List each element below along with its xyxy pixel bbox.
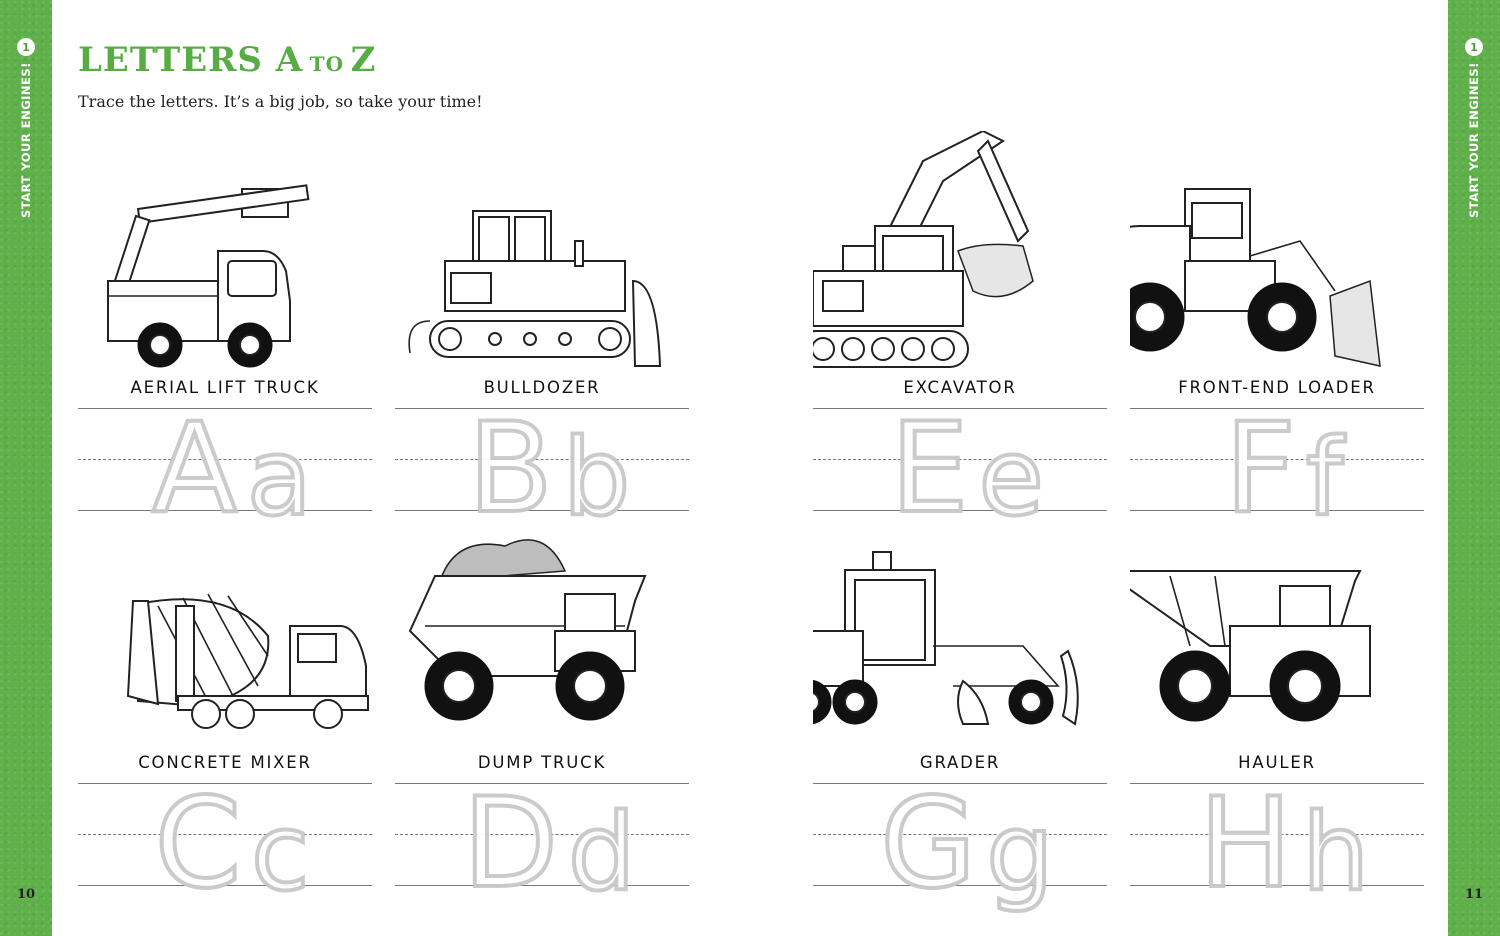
handwriting-base-line [1130,885,1424,886]
page-number-right: 11 [1464,887,1484,902]
page-title: LETTERS A TO Z [78,40,376,80]
trace-uppercase[interactable]: F [1223,397,1298,541]
trace-letters[interactable]: D d [455,772,645,916]
handwriting-mid-line [1130,459,1424,460]
trace-uppercase[interactable]: D [461,772,561,916]
vehicle-name: GRADER [919,753,1001,772]
trace-letters[interactable]: C c [138,772,328,916]
trace-lowercase[interactable]: c [249,791,312,914]
handwriting-top-line [78,408,372,409]
vehicle-cell-hauler: HAULER H h [1130,506,1424,908]
chapter-badge: 1 [1465,38,1483,56]
handwriting-mid-line [1130,834,1424,835]
concrete-mixer-illustration [126,593,369,729]
vehicle-name: AERIAL LIFT TRUCK [130,378,320,397]
handwriting-base-line [78,885,372,886]
handwriting-mid-line [395,459,689,460]
vehicle-cell-excavator: EXCAVATOR E e [813,131,1107,533]
handwriting-top-line [813,408,1107,409]
handwriting-top-line [78,783,372,784]
trace-uppercase[interactable]: H [1197,772,1295,916]
handwriting-base-line [813,885,1107,886]
trace-letters[interactable]: G g [873,772,1063,916]
handwriting-mid-line [78,834,372,835]
trace-uppercase[interactable]: B [466,397,555,541]
handwriting-top-line [395,408,689,409]
trace-lowercase[interactable]: d [566,791,638,914]
vehicle-name: CONCRETE MIXER [138,753,312,772]
title-part-2: TO [309,52,345,76]
trace-uppercase[interactable]: C [153,772,244,916]
title-part-3: Z [350,40,377,80]
handwriting-base-line [813,510,1107,511]
handwriting-top-line [813,783,1107,784]
handwriting-base-line [78,510,372,511]
chapter-title: START YOUR ENGINES! [19,62,33,218]
handwriting-mid-line [395,834,689,835]
handwriting-top-line [1130,783,1424,784]
handwriting-mid-line [813,834,1107,835]
trace-lowercase[interactable]: a [245,416,314,539]
front-end-loader-illustration [1130,188,1381,367]
vehicle-cell-bulldozer: BULLDOZER B b [395,131,689,533]
left-side-strip: 1 START YOUR ENGINES! 10 [0,0,52,936]
aerial-lift-truck-illustration [107,184,310,368]
vehicle-name: DUMP TRUCK [477,753,607,772]
handwriting-base-line [1130,510,1424,511]
trace-lowercase[interactable]: e [977,416,1046,539]
handwriting-base-line [395,885,689,886]
trace-lowercase[interactable]: b [561,416,633,539]
trace-letters[interactable]: H h [1190,772,1380,916]
vehicle-name: FRONT-END LOADER [1178,378,1376,397]
excavator-illustration [813,131,1034,368]
handwriting-mid-line [78,459,372,460]
dump-truck-illustration [408,539,647,721]
trace-letters[interactable]: E e [873,397,1063,541]
vehicle-cell-grader: GRADER G g [813,506,1107,908]
page-number-left: 10 [16,887,36,902]
grader-illustration [813,551,1079,726]
chapter-title: START YOUR ENGINES! [1467,62,1481,218]
trace-uppercase[interactable]: G [878,772,979,916]
vehicle-name: EXCAVATOR [903,378,1017,397]
handwriting-mid-line [813,459,1107,460]
handwriting-base-line [395,510,689,511]
vehicle-cell-front-end-loader: FRONT-END LOADER F f [1130,131,1424,533]
vehicle-cell-aerial-lift-truck: AERIAL LIFT TRUCK A a [78,131,372,533]
vehicle-name: BULLDOZER [483,378,601,397]
right-side-strip: 1 START YOUR ENGINES! 11 [1448,0,1500,936]
bulldozer-illustration [408,210,662,367]
handwriting-top-line [1130,408,1424,409]
trace-lowercase[interactable]: h [1300,791,1372,914]
instructions-text: Trace the letters. It’s a big job, so ta… [78,92,483,111]
trace-uppercase[interactable]: A [150,397,239,541]
trace-letters[interactable]: F f [1190,397,1380,541]
trace-uppercase[interactable]: E [888,397,971,541]
vehicle-cell-concrete-mixer: CONCRETE MIXER C c [78,506,372,908]
hauler-illustration [1130,570,1371,722]
trace-lowercase[interactable]: f [1304,416,1346,539]
trace-letters[interactable]: B b [455,397,645,541]
trace-lowercase[interactable]: g [984,791,1056,914]
vehicle-name: HAULER [1238,753,1316,772]
trace-letters[interactable]: A a [138,397,328,541]
title-part-1: LETTERS A [78,40,304,80]
handwriting-top-line [395,783,689,784]
vehicle-cell-dump-truck: DUMP TRUCK D d [395,506,689,908]
chapter-badge: 1 [17,38,35,56]
